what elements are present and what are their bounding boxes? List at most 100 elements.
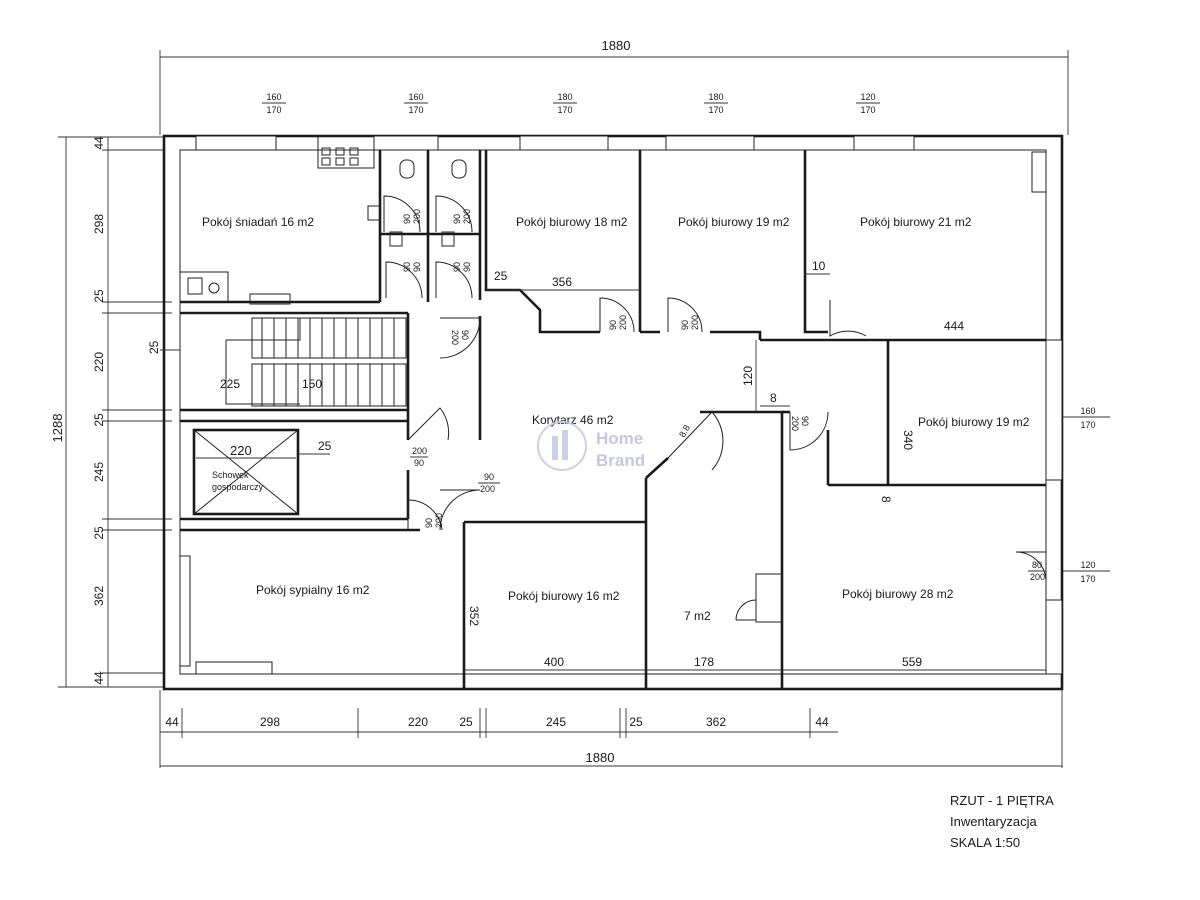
room-office-1: Pokój biurowy 18 m2 [516,215,628,229]
svg-text:25: 25 [318,439,332,453]
svg-text:200: 200 [1030,572,1045,582]
room-labels: Pokój śniadań 16 m2 Pokój biurowy 18 m2 … [202,215,1030,623]
svg-text:200: 200 [618,315,628,330]
sink-3 [441,231,455,247]
svg-text:8: 8 [770,391,777,405]
stove [179,271,229,303]
window-w-2: 160 [408,92,423,102]
window-h-5: 170 [860,105,875,115]
svg-text:559: 559 [902,655,922,669]
window-h-1: 170 [266,105,281,115]
window-5 [853,135,915,151]
window-bottom [195,661,273,675]
overall-bottom-width: 1880 [586,750,615,765]
title-block: RZUT - 1 PIĘTRA Inwentaryzacja SKALA 1:5… [950,790,1054,853]
left-dim-6: 245 [92,462,106,482]
svg-text:25: 25 [494,269,508,283]
svg-text:200: 200 [412,209,422,224]
door-labels: 90 200 90 200 90 90 90 90 90 200 90 200 … [402,209,1046,582]
sink-1 [367,205,381,221]
bottom-dim-3: 220 [408,715,428,729]
stair-dim-225: 225 [220,377,240,391]
room-office-6: Pokój biurowy 28 m2 [842,587,954,601]
svg-text:90: 90 [608,320,618,330]
svg-text:90: 90 [462,262,472,272]
cabinet-small-room [755,573,783,623]
svg-text:90: 90 [414,458,424,468]
left-dim-1: 44 [92,136,106,150]
bottom-dim-7: 362 [706,715,726,729]
left-dim-4: 220 [92,352,106,372]
left-dim-5: 25 [92,413,106,427]
stair-dim-150: 150 [302,377,322,391]
room-office-2: Pokój biurowy 19 m2 [678,215,790,229]
svg-text:10: 10 [812,259,826,273]
window-w-1: 160 [266,92,281,102]
svg-text:200: 200 [690,315,700,330]
svg-text:90: 90 [424,518,434,528]
left-dim-3: 25 [92,289,106,303]
bottom-dimension: 44 298 220 25 245 25 362 44 1880 [159,690,1063,768]
svg-text:220: 220 [230,443,252,458]
svg-text:90: 90 [484,472,494,482]
room-office-3: Pokój biurowy 21 m2 [860,215,972,229]
room-storage-line-1: Schowek [212,470,249,480]
svg-text:352: 352 [467,606,481,626]
svg-text:90: 90 [452,262,462,272]
outer-walls [162,134,1064,691]
svg-text:8.8: 8.8 [677,423,692,439]
room-storage-line-2: gospodarczy [212,482,264,492]
left-dim-2: 298 [92,214,106,234]
title-line-2: Inwentaryzacja [950,814,1037,829]
title-line-1: RZUT - 1 PIĘTRA [950,793,1054,808]
window-w-7: 120 [1080,560,1095,570]
interior-walls [180,150,1046,689]
svg-text:90: 90 [460,330,470,340]
bottom-dim-1: 44 [165,715,179,729]
bottom-dim-4: 25 [459,715,473,729]
watermark-text-1: Home [596,429,643,448]
svg-text:200: 200 [412,446,427,456]
inner-dimensions: 356 25 10 444 120 8 340 8 25 220 25 400 … [147,259,1046,671]
top-dimension: 1880 [159,38,1069,135]
room-breakfast: Pokój śniadań 16 m2 [202,215,314,229]
bottom-dim-5: 245 [546,715,566,729]
window-h-6: 170 [1080,420,1095,430]
radiator-left [179,555,191,667]
watermark-logo: Home Brand [537,421,645,471]
window-3 [519,135,609,151]
svg-text:120: 120 [741,366,755,386]
svg-text:90: 90 [412,262,422,272]
fixtures [179,135,1047,667]
room-small: 7 m2 [684,609,711,623]
svg-text:90: 90 [452,214,462,224]
window-labels-top: 160 170 160 170 180 170 180 170 120 170 … [262,92,1110,584]
window-right-2 [1045,599,1063,675]
svg-text:178: 178 [694,655,714,669]
svg-text:200: 200 [434,513,444,528]
svg-text:25: 25 [147,340,161,354]
title-line-3: SKALA 1:50 [950,835,1021,850]
window-1 [195,135,277,151]
window-2 [373,135,439,151]
svg-text:80: 80 [1032,560,1042,570]
window-right-1 [1045,339,1063,481]
window-w-3: 180 [557,92,572,102]
bottom-dim-6: 25 [629,715,643,729]
doors [383,195,1047,621]
room-office-5: Pokój biurowy 16 m2 [508,589,620,603]
window-h-4: 170 [708,105,723,115]
room-bedroom: Pokój sypialny 16 m2 [256,583,370,597]
window-h-2: 170 [408,105,423,115]
svg-text:90: 90 [402,262,412,272]
toilet-2 [451,159,467,179]
svg-text:200: 200 [790,416,800,431]
svg-text:90: 90 [680,320,690,330]
window-4 [665,135,755,151]
staircase: 225 150 [220,317,407,407]
svg-text:356: 356 [552,275,572,289]
left-dim-7: 25 [92,526,106,540]
sink-2 [389,231,403,247]
left-dim-8: 362 [92,586,106,606]
